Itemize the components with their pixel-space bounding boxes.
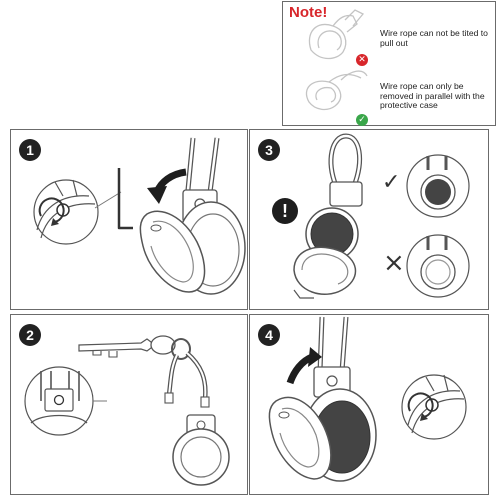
alert-icon: ! (272, 198, 298, 224)
step-number-badge: 2 (19, 324, 41, 346)
step-number-badge: 3 (258, 139, 280, 161)
step-number-badge: 4 (258, 324, 280, 346)
note-item-text: Wire rope can not be tited to pull out (380, 28, 488, 48)
key-and-wire-illustration (24, 335, 230, 486)
step-number-badge: 1 (19, 139, 41, 161)
step-3-panel: 3 ! ✓ × (249, 129, 489, 310)
step-2-panel: 2 (10, 314, 248, 495)
correct-mark: ✓ (382, 170, 401, 195)
cross-icon: ✕ (356, 54, 368, 66)
wrong-mark: × (383, 248, 405, 278)
step-4-panel: 4 (249, 314, 489, 495)
step-1-panel: 1 (10, 129, 248, 310)
note-panel: Note! ✕ ✓ Wire rope can not be tited to … (282, 1, 496, 126)
zoom-detail-circle (33, 168, 133, 245)
note-title: Note! (289, 4, 328, 21)
tilted-pull-illustration (305, 9, 368, 111)
check-icon: ✓ (356, 114, 368, 126)
note-item-text: Wire rope can only be removed in paralle… (380, 81, 485, 111)
closing-case-illustration (268, 316, 467, 482)
protective-case-illustration (139, 137, 246, 295)
open-case-illustration (293, 133, 470, 299)
